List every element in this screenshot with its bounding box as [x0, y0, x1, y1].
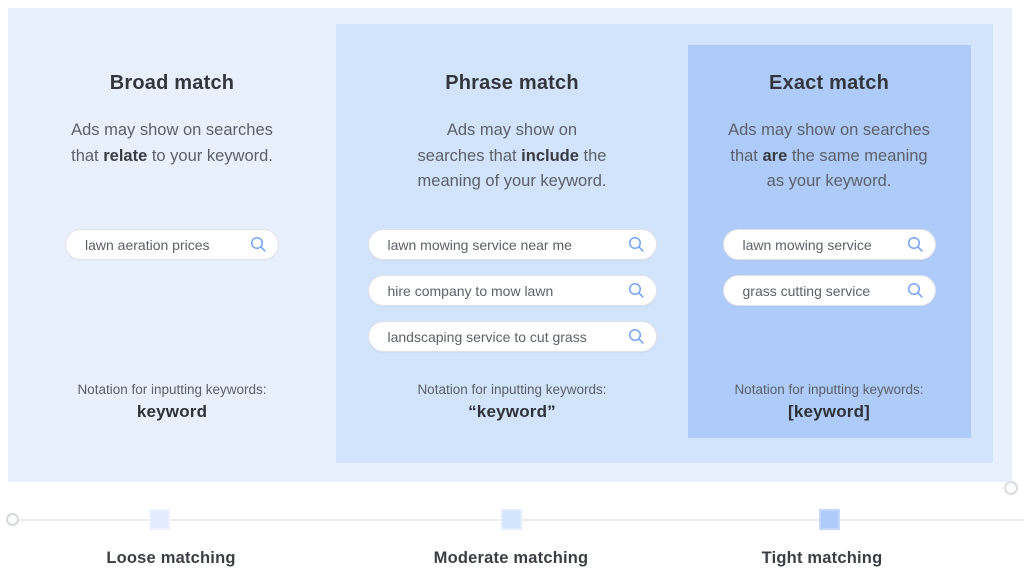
broad-match-search-examples: lawn aeration prices [28, 229, 316, 260]
search-query-text: lawn mowing service near me [387, 236, 572, 253]
search-pill[interactable]: lawn mowing service near me [367, 229, 657, 260]
exact-notation-label: Notation for inputting keywords: [734, 382, 924, 397]
search-pill[interactable]: lawn mowing service [722, 229, 936, 260]
slider-marker-tight[interactable] [819, 509, 840, 530]
search-icon [628, 236, 644, 252]
search-icon [628, 328, 644, 344]
search-icon [628, 282, 644, 298]
search-icon [907, 282, 923, 298]
slider-marker-moderate[interactable] [501, 509, 522, 530]
emphasis-text: include [521, 146, 579, 165]
search-pill[interactable]: lawn aeration prices [65, 229, 279, 260]
slider-marker-loose[interactable] [149, 509, 170, 530]
phrase-match-search-examples: lawn mowing service near me hire company… [367, 229, 657, 352]
search-icon [907, 236, 923, 252]
broad-match-title: Broad match [109, 72, 235, 94]
search-query-text: landscaping service to cut grass [387, 328, 587, 345]
search-pill[interactable]: grass cutting service [722, 275, 936, 306]
search-query-text: hire company to mow lawn [387, 282, 554, 299]
emphasis-text: are [762, 146, 788, 165]
search-icon [250, 236, 266, 252]
search-query-text: lawn mowing service [742, 236, 872, 253]
search-pill[interactable]: landscaping service to cut grass [367, 321, 657, 352]
search-query-text: grass cutting service [742, 282, 871, 299]
slider-start-circle [6, 513, 19, 526]
corner-circle [1004, 481, 1018, 495]
emphasis-text: relate [103, 146, 148, 165]
phrase-match-title: Phrase match [445, 72, 579, 94]
search-pill[interactable]: hire company to mow lawn [367, 275, 657, 306]
broad-notation-label: Notation for inputting keywords: [77, 382, 267, 397]
phrase-notation-label: Notation for inputting keywords: [417, 382, 607, 397]
phrase-notation-value: “keyword” [468, 402, 556, 421]
search-query-text: lawn aeration prices [85, 236, 210, 253]
slider-label-tight: Tight matching [761, 549, 883, 567]
exact-notation-value: [keyword] [787, 402, 871, 421]
slider-label-moderate: Moderate matching [433, 549, 589, 567]
slider-label-loose: Loose matching [106, 549, 236, 567]
exact-match-search-examples: lawn mowing service grass cutting servic… [692, 229, 966, 306]
broad-notation-value: keyword [136, 402, 208, 421]
exact-match-title: Exact match [768, 72, 890, 94]
